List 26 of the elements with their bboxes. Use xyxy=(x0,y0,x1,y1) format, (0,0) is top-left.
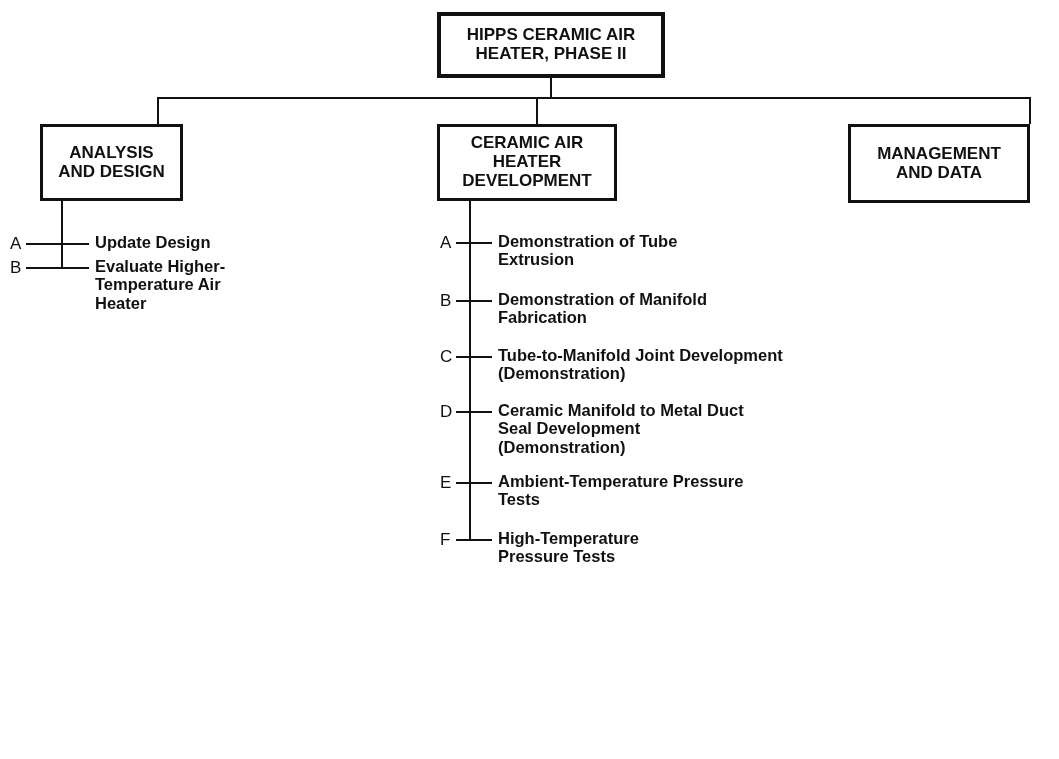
task-letter: B xyxy=(10,258,22,278)
task-box xyxy=(437,124,617,201)
task-label: Demonstration of Manifold Fabrication xyxy=(498,290,708,327)
task-box xyxy=(848,124,1030,203)
task-letter: B xyxy=(440,291,452,311)
task-label: Ambient-Temperature Pressure Tests xyxy=(498,472,745,509)
task-label: Update Design xyxy=(95,233,212,252)
connector-line xyxy=(61,200,90,269)
task-letter: F xyxy=(440,530,451,550)
box-title: MANAGEMENT AND DATA xyxy=(876,144,1002,183)
task-letter: A xyxy=(10,234,22,254)
task-letter: E xyxy=(440,473,452,493)
connector-line xyxy=(469,200,493,541)
task-label: Ceramic Manifold to Metal Duct Seal Development (Demonstration) xyxy=(498,401,745,457)
task-label: High-Temperature Pressure Tests xyxy=(498,529,640,566)
box-title: CERAMIC AIR HEATER DEVELOPMENT xyxy=(461,134,593,191)
task-label: Evaluate Higher-Temperature Air Heater xyxy=(95,257,227,313)
task-label: Demonstration of Tube Extrusion xyxy=(498,232,679,269)
task-label: Tube-to-Manifold Joint Development (Demonstration) xyxy=(498,346,784,383)
task-letter: A xyxy=(440,233,452,253)
task-box xyxy=(40,124,183,201)
box-title: HIPPS CERAMIC AIR HEATER, PHASE II xyxy=(465,26,637,64)
box-title: ANALYSIS AND DESIGN xyxy=(57,143,166,182)
task-letter: D xyxy=(440,402,453,422)
task-letter: C xyxy=(440,347,453,367)
task-box xyxy=(437,12,665,78)
